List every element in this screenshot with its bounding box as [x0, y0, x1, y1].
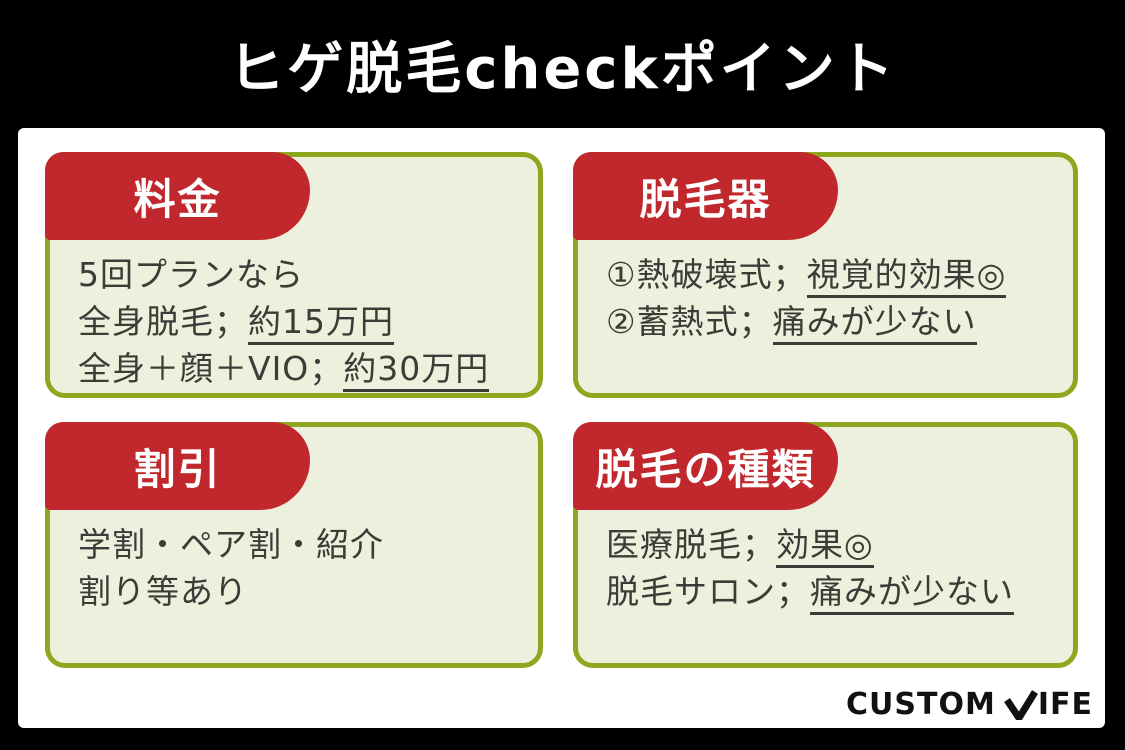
card-discount: 割引 学割・ペア割・紹介割り等あり	[45, 422, 543, 668]
plain-text: 割り等あり	[78, 572, 248, 611]
card-types-badge: 脱毛の種類	[573, 422, 838, 510]
content-panel: 料金 5回プランなら全身脱毛；約15万円全身＋顔＋VIO；約30万円 脱毛器 ①…	[18, 128, 1105, 728]
underlined-text: 効果◎	[776, 525, 874, 568]
card-discount-badge-label: 割引	[133, 444, 222, 494]
card-discount-badge: 割引	[45, 422, 310, 510]
card-device-body: ①熱破壊式；視覚的効果◎②蓄熱式；痛みが少ない	[606, 251, 1059, 345]
plain-text: 脱毛サロン；	[606, 572, 810, 611]
customlife-logo: CUSTOM IFE	[846, 687, 1093, 722]
card-types: 脱毛の種類 医療脱毛；効果◎脱毛サロン；痛みが少ない	[573, 422, 1078, 668]
plain-text: 5回プランなら	[78, 255, 304, 294]
card-text-line: 医療脱毛；効果◎	[606, 521, 1059, 568]
card-device: 脱毛器 ①熱破壊式；視覚的効果◎②蓄熱式；痛みが少ない	[573, 152, 1078, 398]
logo-text-prefix: CUSTOM	[846, 687, 996, 722]
card-price: 料金 5回プランなら全身脱毛；約15万円全身＋顔＋VIO；約30万円	[45, 152, 543, 398]
card-price-badge: 料金	[45, 152, 310, 240]
card-device-badge: 脱毛器	[573, 152, 838, 240]
card-text-line: 学割・ペア割・紹介	[78, 521, 524, 568]
card-text-line: ①熱破壊式；視覚的効果◎	[606, 251, 1059, 298]
check-v-icon	[1003, 689, 1038, 720]
plain-text: 全身＋顔＋VIO；	[78, 349, 344, 388]
underlined-text: 視覚的効果◎	[806, 255, 1007, 298]
card-price-badge-label: 料金	[133, 174, 222, 224]
plain-text: 学割・ペア割・紹介	[78, 525, 384, 564]
plain-text: 医療脱毛；	[606, 525, 776, 564]
card-price-body: 5回プランなら全身脱毛；約15万円全身＋顔＋VIO；約30万円	[78, 251, 524, 392]
plain-text: ②蓄熱式；	[606, 302, 773, 341]
plain-text: 全身脱毛；	[78, 302, 248, 341]
underlined-text: 痛みが少ない	[810, 572, 1014, 615]
card-types-badge-label: 脱毛の種類	[595, 444, 816, 494]
card-text-line: 全身＋顔＋VIO；約30万円	[78, 345, 524, 392]
underlined-text: 約30万円	[343, 349, 490, 392]
card-types-body: 医療脱毛；効果◎脱毛サロン；痛みが少ない	[606, 521, 1059, 615]
card-text-line: ②蓄熱式；痛みが少ない	[606, 298, 1059, 345]
card-text-line: 全身脱毛；約15万円	[78, 298, 524, 345]
card-discount-body: 学割・ペア割・紹介割り等あり	[78, 521, 524, 615]
underlined-text: 約15万円	[248, 302, 394, 345]
card-text-line: 脱毛サロン；痛みが少ない	[606, 568, 1059, 615]
card-text-line: 5回プランなら	[78, 251, 524, 298]
logo-text-suffix: IFE	[1037, 687, 1093, 722]
card-device-badge-label: 脱毛器	[639, 174, 772, 224]
underlined-text: 痛みが少ない	[772, 302, 977, 345]
card-text-line: 割り等あり	[78, 568, 524, 615]
plain-text: ①熱破壊式；	[606, 255, 807, 294]
page-title: ヒゲ脱毛checkポイント	[228, 36, 897, 102]
